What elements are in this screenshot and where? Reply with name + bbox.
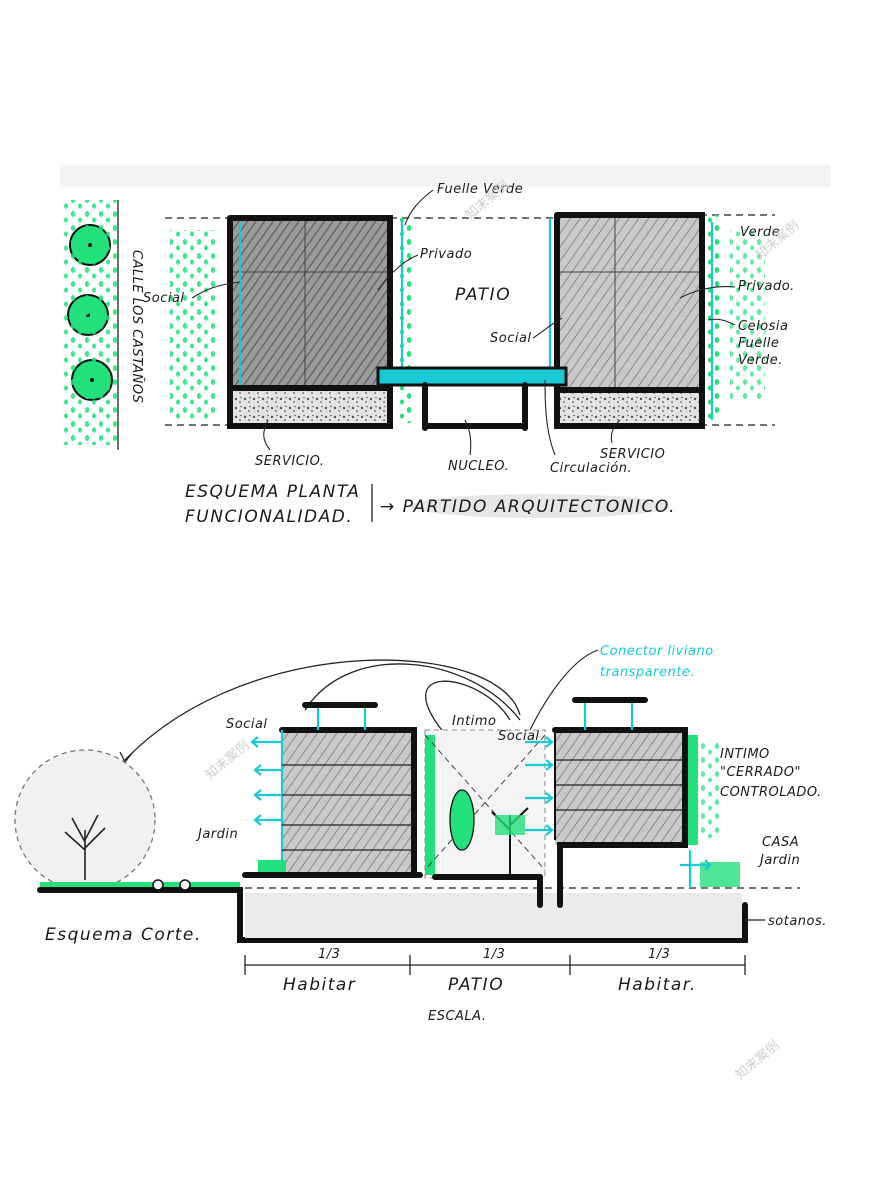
rear-greenery [730, 230, 765, 400]
ground-line [37, 887, 748, 943]
right-building [555, 730, 685, 845]
dim-left: 1/3 [318, 947, 340, 962]
servicio-left-label: SERVICIO. [255, 454, 324, 469]
patio-label: PATIO [455, 285, 511, 305]
watermark: 知末案例 [202, 737, 252, 783]
social-mid-label: Social [498, 729, 540, 744]
fuelle-verde-label: Fuelle Verde [437, 182, 523, 197]
nucleo-label: NUCLEO. [448, 459, 509, 474]
dim-right: 1/3 [648, 947, 670, 962]
intimo-right-line2: "CERRADO" [720, 765, 801, 780]
front-greenery [170, 230, 215, 420]
basement-fill [245, 893, 742, 938]
intimo-top-label: Intimo [452, 714, 496, 729]
relation-arrow-mid [425, 680, 511, 741]
casa-jardin-garden [700, 862, 740, 887]
dimension-line [244, 955, 746, 975]
esquema-corte-label: Esquema Corte. [45, 925, 202, 945]
verde-label: Verde [740, 225, 780, 240]
fuelle-verde-left [398, 218, 412, 423]
relation-arrow-right [304, 663, 521, 721]
social-left-label: Social [226, 717, 268, 732]
conector-label-line2: transparente. [600, 665, 695, 680]
privado-left-label: Privado [420, 247, 472, 262]
privado-right-label: Privado. [738, 279, 795, 294]
street-greenery [62, 200, 117, 445]
celosia-line2: Fuelle [738, 336, 779, 351]
plan-caption-line2: FUNCIONALIDAD. [185, 507, 353, 527]
fuelle-verde-right [708, 215, 722, 420]
celosia-line1: Celosia [738, 319, 789, 334]
habitar-right-label: Habitar. [618, 975, 697, 995]
connector-bar [376, 366, 568, 387]
left-block-social [230, 218, 390, 388]
habitar-left-label: Habitar [283, 975, 356, 995]
casa-jardin-line2: Jardin [757, 853, 800, 868]
intimo-right-line3: CONTROLADO. [720, 785, 822, 800]
sotanos-label: sotanos. [768, 914, 827, 929]
right-block-private [557, 215, 702, 390]
patio-dim-label: PATIO [448, 975, 504, 995]
circulacion-label: Circulación. [550, 461, 632, 476]
dim-mid: 1/3 [483, 947, 505, 962]
casa-jardin-line1: CASA [762, 835, 799, 850]
top-shade [60, 165, 830, 187]
relation-arrow-left [124, 659, 521, 761]
social-left-label: Social [143, 291, 185, 306]
servicio-right-label: SERVICIO [600, 447, 665, 462]
left-block-service [230, 388, 390, 426]
social-right-label: Social [490, 331, 532, 346]
conector-label-line1: Conector liviano [600, 644, 714, 659]
mid-cyan-arrows [525, 736, 554, 836]
plan-diagram: CALLE LOS CASTAÑOS F [60, 165, 830, 527]
right-cyan-arrows [680, 850, 712, 888]
escala-label: ESCALA. [428, 1009, 486, 1024]
celosia-line3: Verde. [738, 353, 783, 368]
intimo-right-line1: INTIMO [720, 747, 770, 762]
watermark: 知末案例 [732, 1037, 782, 1083]
patio-volume [424, 729, 546, 879]
plan-caption-line1: ESQUEMA PLANTA [185, 482, 360, 502]
patio-shrub [449, 789, 475, 851]
partido-highlight [410, 494, 670, 518]
left-cyan-arrows [250, 736, 282, 826]
left-building [282, 730, 414, 872]
jardin-left-label: Jardin [195, 827, 238, 842]
tree-trunk [64, 814, 106, 880]
right-block-service [557, 390, 702, 426]
street-label: CALLE LOS CASTAÑOS [129, 250, 145, 403]
section-diagram: Conector liviano transparente. Social In… [14, 644, 827, 1024]
partido-label: → PARTIDO ARQUITECTONICO. [380, 497, 676, 517]
